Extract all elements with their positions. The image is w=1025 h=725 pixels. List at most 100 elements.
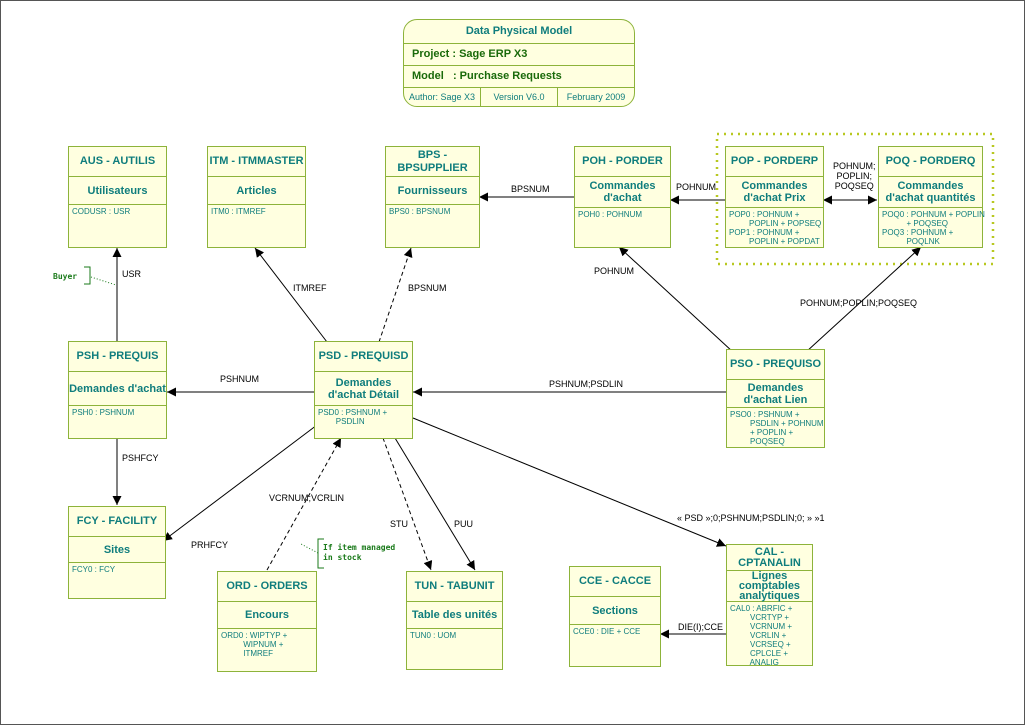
key-line: CCE0 : DIE + CCE: [573, 627, 641, 636]
table-keys: ORD0 : WIPTYP + WIPNUM + ITMREF: [218, 629, 316, 660]
line-psd-bps: [378, 247, 413, 343]
project-name: Project : Sage ERP X3: [404, 44, 634, 66]
line-pso-poq: [805, 246, 922, 353]
label-puu: PUU: [454, 519, 474, 529]
table-psd[interactable]: PSD - PREQUISD Demandes d'achat Détail P…: [314, 341, 413, 439]
key-line: PSH0 : PSHNUM: [72, 408, 135, 417]
key-line: POH0 : POHNUM: [578, 210, 643, 219]
key-line: POQ3 : POHNUM +: [882, 228, 954, 237]
key-line: PSDLIN + POHNUM: [730, 419, 824, 428]
line-psd-cal: [412, 417, 727, 547]
table-description: Sections: [570, 597, 660, 625]
key-line: POPLIN + POPSEQ: [729, 219, 822, 228]
table-keys: BPS0 : BPSNUM: [386, 205, 479, 218]
key-line: PSO0 : PSHNUM +: [730, 410, 800, 419]
table-header: PSH - PREQUIS: [69, 342, 166, 372]
table-itm[interactable]: ITM - ITMMASTER Articles ITM0 : ITMREF: [207, 146, 306, 248]
label-pshfcy: PSHFCY: [122, 453, 159, 463]
table-keys: FCY0 : FCY: [69, 563, 165, 576]
table-header: BPS - BPSUPPLIER: [386, 147, 479, 177]
title-block: Data Physical Model Project : Sage ERP X…: [403, 19, 635, 107]
table-cal[interactable]: CAL - CPTANALIN Lignes comptables analyt…: [726, 544, 813, 669]
table-keys: CCE0 : DIE + CCE: [570, 625, 660, 638]
label-die-cce: DIE(I);CCE: [678, 622, 723, 632]
table-bps[interactable]: BPS - BPSUPPLIER Fournisseurs BPS0 : BPS…: [385, 146, 480, 248]
line-pso-poh: [618, 246, 734, 353]
key-line: POQSEQ: [730, 437, 785, 446]
table-header: ITM - ITMMASTER: [208, 147, 305, 177]
table-keys: PSH0 : PSHNUM: [69, 406, 166, 419]
table-psh[interactable]: PSH - PREQUIS Demandes d'achat PSH0 : PS…: [68, 341, 167, 439]
line-psd-itm: [254, 247, 328, 343]
key-line: CPLCLE +: [730, 649, 789, 658]
table-tun[interactable]: TUN - TABUNIT Table des unités TUN0 : UO…: [406, 571, 503, 670]
key-line: ITMREF: [221, 649, 273, 658]
author: Author: Sage X3: [404, 88, 481, 106]
label-usr: USR: [122, 269, 142, 279]
table-cce[interactable]: CCE - CACCE Sections CCE0 : DIE + CCE: [569, 566, 661, 667]
title-footer: Author: Sage X3 Version V6.0 February 20…: [404, 88, 634, 106]
label-pshnum-psdlin: PSHNUM;PSDLIN: [549, 379, 624, 389]
key-line: CODUSR : USR: [72, 207, 131, 216]
table-description: Table des unités: [407, 602, 502, 629]
label-pso-poq: POHNUM;POPLIN;POQSEQ: [800, 298, 918, 308]
label-pop-poq: POHNUM; POPLIN; POQSEQ: [833, 161, 876, 191]
model-name: Model : Purchase Requests: [404, 66, 634, 88]
key-line: + POQSEQ: [882, 219, 949, 228]
key-line: POP1 : POHNUM +: [729, 228, 800, 237]
key-line: POPLIN + POPDAT: [729, 237, 820, 246]
table-description: Demandes d'achat: [69, 372, 166, 406]
key-line: TUN0 : UOM: [410, 631, 457, 640]
label-pohnum-pop: POHNUM: [676, 182, 716, 192]
line-ord-psd: [266, 437, 342, 571]
table-description: Commandes d'achat Prix: [726, 177, 823, 208]
table-keys: TUN0 : UOM: [407, 629, 502, 642]
table-pop[interactable]: POP - PORDERP Commandes d'achat Prix POP…: [725, 146, 824, 248]
table-ord[interactable]: ORD - ORDERS Encours ORD0 : WIPTYP + WIP…: [217, 571, 317, 672]
table-keys: POQ0 : POHNUM + POPLIN + POQSEQ POQ3 : P…: [879, 208, 985, 248]
table-description: Encours: [218, 602, 316, 629]
key-line: POQ0 : POHNUM + POPLIN: [882, 210, 985, 219]
table-description: Demandes d'achat Lien: [727, 380, 824, 408]
table-keys: CAL0 : ABRFIC + VCRTYP + VCRNUM + VCRLIN…: [727, 602, 812, 669]
model-title: Data Physical Model: [404, 20, 634, 44]
version: Version V6.0: [481, 88, 558, 106]
stock-note-bracket: [317, 538, 324, 569]
key-line: VCRTYP +: [730, 613, 790, 622]
table-description: Utilisateurs: [69, 177, 166, 205]
table-keys: PSO0 : PSHNUM + PSDLIN + POHNUM + POPLIN…: [727, 408, 824, 448]
table-pso[interactable]: PSO - PREQUISO Demandes d'achat Lien PSO…: [726, 349, 825, 448]
table-description: Articles: [208, 177, 305, 205]
table-poq[interactable]: POQ - PORDERQ Commandes d'achat quantité…: [878, 146, 985, 248]
table-header: POH - PORDER: [575, 147, 670, 177]
key-line: VCRSEQ +: [730, 640, 791, 649]
label-pohnum-pso: POHNUM: [594, 266, 634, 276]
key-line: FCY0 : FCY: [72, 565, 116, 574]
key-line: ITM0 : ITMREF: [211, 207, 266, 216]
key-line: POP0 : POHNUM +: [729, 210, 800, 219]
label-cal-link: « PSD »;0;PSHNUM;PSDLIN;0; » »1: [677, 513, 825, 523]
key-line: PSD0 : PSHNUM +: [318, 408, 388, 417]
line-psd-tun-puu: [394, 437, 476, 571]
key-line: WIPNUM +: [221, 640, 284, 649]
label-pshnum: PSHNUM: [220, 374, 260, 384]
label-bpsnum-dashed: BPSNUM: [408, 283, 447, 293]
table-poh[interactable]: POH - PORDER Commandes d'achat POH0 : PO…: [574, 146, 671, 248]
table-keys: CODUSR : USR: [69, 205, 166, 218]
table-header: POP - PORDERP: [726, 147, 823, 177]
label-stu: STU: [390, 519, 408, 529]
key-line: VCRNUM +: [730, 622, 793, 631]
table-fcy[interactable]: FCY - FACILITY Sites FCY0 : FCY: [68, 506, 166, 599]
table-description: Fournisseurs: [386, 177, 479, 205]
table-header: AUS - AUTILIS: [69, 147, 166, 177]
key-line: ORD0 : WIPTYP +: [221, 631, 288, 640]
table-header: CCE - CACCE: [570, 567, 660, 597]
table-description: Demandes d'achat Détail: [315, 372, 412, 406]
table-description: Commandes d'achat: [575, 177, 670, 208]
table-keys: ITM0 : ITMREF: [208, 205, 305, 218]
key-line: ANALIG: [730, 658, 779, 667]
table-aus[interactable]: AUS - AUTILIS Utilisateurs CODUSR : USR: [68, 146, 167, 248]
table-header: PSO - PREQUISO: [727, 350, 824, 380]
key-line: BPS0 : BPSNUM: [389, 207, 451, 216]
